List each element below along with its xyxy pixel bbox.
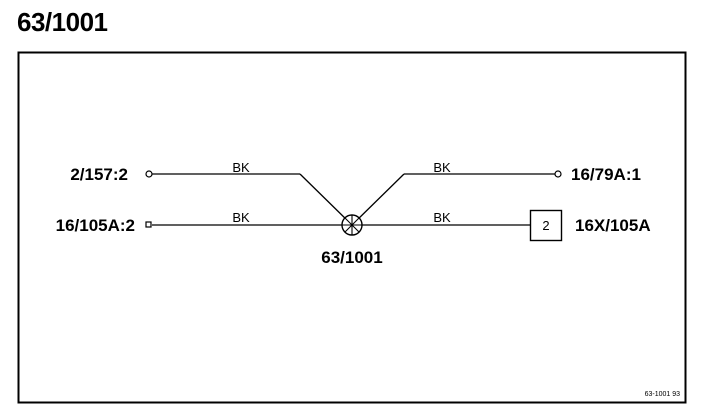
connector-label-left-bottom: 16/105A:2 bbox=[56, 216, 135, 235]
connector-label-right-top: 16/79A:1 bbox=[571, 165, 641, 184]
wire-color-right-top: BK bbox=[433, 160, 451, 175]
diagram-frame bbox=[17, 51, 687, 404]
wire-color-left-bottom: BK bbox=[232, 210, 250, 225]
splice-icon bbox=[341, 214, 363, 236]
terminal-left-top bbox=[145, 170, 153, 178]
wire-right-top-diagonal bbox=[351, 173, 405, 226]
page-title: 63/1001 bbox=[17, 7, 108, 37]
terminal-right-top bbox=[554, 170, 562, 178]
connector-label-left-top: 2/157:2 bbox=[70, 165, 128, 184]
wire-color-left-top: BK bbox=[232, 160, 250, 175]
connector-box bbox=[529, 209, 563, 242]
connector-pin-label: 2 bbox=[542, 218, 549, 233]
splice-label: 63/1001 bbox=[321, 248, 382, 267]
wire-color-right-bottom: BK bbox=[433, 210, 451, 225]
wire-left-top-diagonal bbox=[299, 173, 353, 226]
connector-label-right-bottom: 16X/105A bbox=[575, 216, 651, 235]
footer-reference: 63-1001 93 bbox=[645, 391, 681, 398]
terminal-left-bottom bbox=[145, 221, 152, 228]
